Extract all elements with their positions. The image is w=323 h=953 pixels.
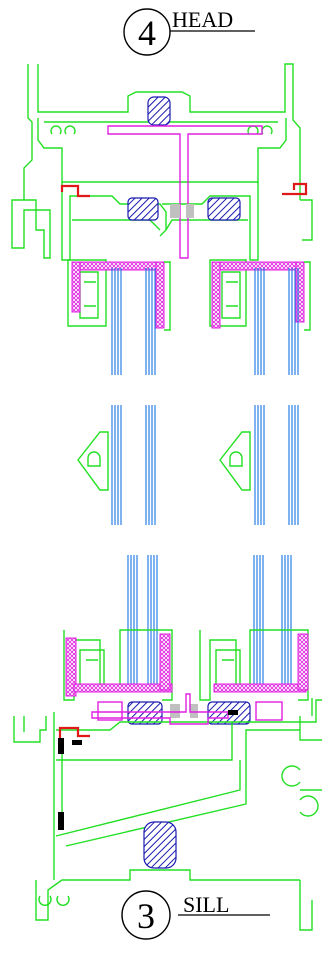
sill-callout: 3 SILL: [121, 890, 270, 940]
sill-callout-number: 3: [137, 896, 155, 936]
sill-callout-circle: [121, 890, 171, 940]
sill-tee-bar: [91, 693, 229, 725]
sill-spacer-pads: [170, 704, 198, 718]
sill-callout-label: SILL: [183, 892, 229, 917]
sill-roller-blocks: [97, 701, 283, 721]
head-callout-label: HEAD: [172, 7, 233, 32]
glazing-clip-left: [77, 431, 109, 491]
head-weatherstrip-left: [60, 184, 90, 198]
head-seal-right: [207, 197, 241, 221]
head-callout: 4 HEAD: [123, 7, 255, 56]
sill-bottom-seal: [143, 821, 177, 869]
head-frame-profile: [11, 63, 313, 261]
sill-gaskets: [58, 710, 238, 830]
glazing-clip-right: [219, 431, 251, 491]
head-weatherstrip-right: [282, 182, 308, 196]
head-callout-number: 4: [138, 13, 156, 53]
sill-right-sash: [199, 629, 309, 701]
sill-weatherstrip: [58, 726, 90, 738]
sill-seal-left: [127, 701, 163, 725]
head-top-seal: [147, 96, 171, 126]
head-spacer-pads: [170, 204, 194, 218]
glass-lites: [111, 268, 299, 690]
head-callout-circle: [123, 8, 171, 56]
head-left-sash: [67, 259, 171, 331]
sill-left-sash: [63, 629, 173, 701]
head-tee-bar: [107, 125, 263, 259]
head-seal-left: [127, 197, 159, 221]
head-right-sash: [209, 259, 311, 331]
